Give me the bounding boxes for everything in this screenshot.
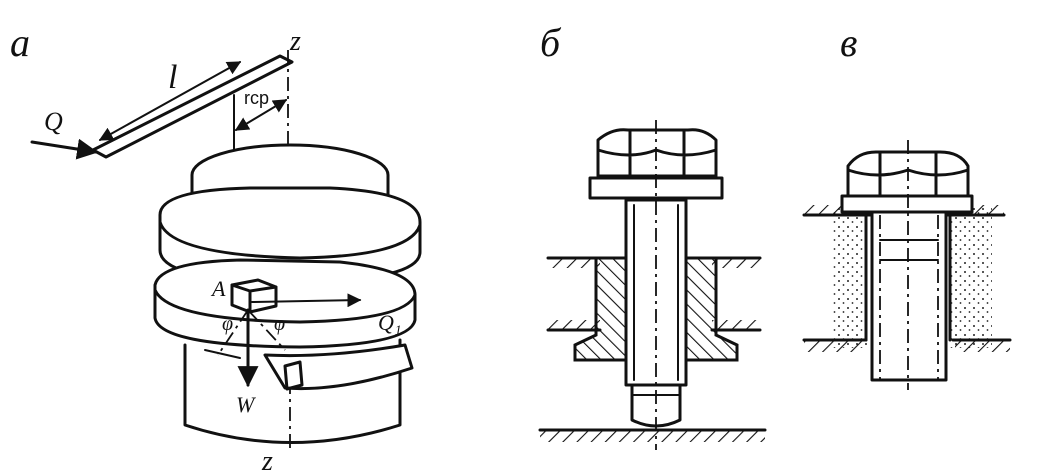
label-A: A <box>210 276 226 301</box>
bolt-hex-head <box>596 128 718 178</box>
lever-arm <box>91 54 294 159</box>
label-z-top: z <box>289 26 301 57</box>
sleeve-left <box>573 256 630 362</box>
surface-hatch-left <box>552 258 600 268</box>
plate-right <box>948 208 992 348</box>
nut-element-A <box>230 278 278 314</box>
sleeve-right <box>682 256 739 362</box>
surface-hatch-right <box>712 258 760 268</box>
force-Q1-arrow <box>251 293 362 308</box>
screw-shank <box>870 210 948 382</box>
label-W: W <box>236 392 256 417</box>
panel-b: б <box>538 20 767 450</box>
panel-a: а l Q z z rср <box>10 20 422 475</box>
label-phi-right: φ <box>274 313 285 335</box>
label-l: l <box>168 59 177 96</box>
label-Q1: Q₁ <box>378 310 402 335</box>
plate-left <box>832 208 868 348</box>
panel-letter-v: в <box>840 20 857 65</box>
base-hatch <box>540 430 765 442</box>
label-z-bottom: z <box>261 446 273 475</box>
screw-thread-coils <box>153 143 422 391</box>
panel-letter-b: б <box>540 20 562 65</box>
rcp-arrow <box>234 99 288 131</box>
panel-v: в <box>802 20 1012 390</box>
screw-core <box>183 338 402 444</box>
label-rcp: rср <box>244 88 269 108</box>
normal-left <box>217 309 249 356</box>
label-Q: Q <box>44 107 63 136</box>
force-Q-arrow <box>30 138 99 160</box>
friction-tick <box>204 349 241 359</box>
panel-letter-a: а <box>10 20 30 65</box>
normal-right <box>247 309 286 351</box>
screw-washer <box>840 194 974 214</box>
label-phi-left: φ <box>222 313 233 335</box>
